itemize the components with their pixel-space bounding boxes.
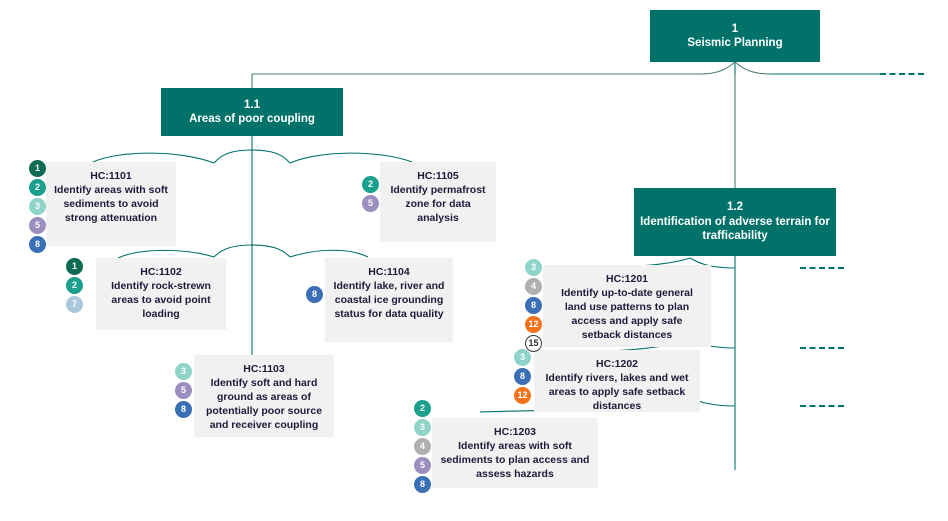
badge-1: 1 xyxy=(29,160,46,177)
badge-4: 4 xyxy=(525,278,542,295)
badge-stack-hc1101: 1 2 3 5 8 xyxy=(29,160,46,255)
card-code: HC:1102 xyxy=(140,266,182,278)
badge-5: 5 xyxy=(29,217,46,234)
node-title: Seismic Planning xyxy=(687,37,783,49)
card-description: Identify soft and hard ground as areas o… xyxy=(205,377,323,431)
card-hc1203[interactable]: HC:1203 Identify areas with soft sedimen… xyxy=(432,418,598,488)
badge-stack-hc1103: 3 5 8 xyxy=(175,363,192,420)
card-hc1202[interactable]: HC:1202 Identify rivers, lakes and wet a… xyxy=(534,350,700,412)
badge-8: 8 xyxy=(175,401,192,418)
badge-5: 5 xyxy=(362,195,379,212)
badge-8: 8 xyxy=(525,297,542,314)
card-hc1101[interactable]: HC:1101 Identify areas with soft sedimen… xyxy=(46,162,176,246)
badge-12: 12 xyxy=(525,316,542,333)
node-title: Areas of poor coupling xyxy=(189,113,315,125)
badge-2: 2 xyxy=(414,400,431,417)
card-hc1104[interactable]: HC:1104 Identify lake, river and coastal… xyxy=(325,258,453,342)
card-code: HC:1103 xyxy=(243,363,285,375)
badge-2: 2 xyxy=(66,277,83,294)
node-number: 1.2 xyxy=(727,201,743,214)
badge-1: 1 xyxy=(66,258,83,275)
badge-5: 5 xyxy=(175,382,192,399)
badge-4: 4 xyxy=(414,438,431,455)
badge-8: 8 xyxy=(414,476,431,493)
card-description: Identify rock-strewn areas to avoid poin… xyxy=(111,280,211,320)
card-code: HC:1203 xyxy=(493,426,537,438)
badge-8: 8 xyxy=(29,236,46,253)
card-code: HC:1104 xyxy=(368,266,410,278)
badge-8: 8 xyxy=(306,286,323,303)
badge-2: 2 xyxy=(29,179,46,196)
badge-stack-hc1203: 2 3 4 5 8 xyxy=(414,400,431,495)
card-description: Identify permafrost zone for data analys… xyxy=(390,184,486,224)
card-description: Identify lake, river and coastal ice gro… xyxy=(333,280,445,320)
badge-stack-hc1104: 8 xyxy=(306,286,323,305)
card-description: Identify rivers, lakes and wet areas to … xyxy=(545,372,689,412)
badge-stack-hc1201: 3 4 8 12 15 xyxy=(525,259,542,354)
card-description: Identify areas with soft sediments to av… xyxy=(54,184,168,224)
node-number: 1.1 xyxy=(244,98,260,111)
badge-8: 8 xyxy=(514,368,531,385)
dashed-continuation-1202 xyxy=(800,347,844,349)
badge-stack-hc1202: 3 8 12 xyxy=(514,349,531,406)
badge-3: 3 xyxy=(175,363,192,380)
card-code: HC:1201 xyxy=(605,273,649,285)
card-description: Identify up-to-date general land use pat… xyxy=(561,287,693,341)
badge-3: 3 xyxy=(29,198,46,215)
badge-stack-hc1102: 1 2 7 xyxy=(66,258,83,315)
badge-5: 5 xyxy=(414,457,431,474)
card-code: HC:1105 xyxy=(417,170,459,182)
node-number: 1 xyxy=(731,22,739,35)
card-code: HC:1202 xyxy=(595,358,639,370)
badge-3: 3 xyxy=(414,419,431,436)
card-code: HC:1101 xyxy=(90,170,132,182)
badge-2: 2 xyxy=(362,176,379,193)
card-description: Identify areas with soft sediments to pl… xyxy=(440,440,590,480)
badge-12: 12 xyxy=(514,387,531,404)
card-hc1103[interactable]: HC:1103 Identify soft and hard ground as… xyxy=(194,355,334,437)
node-adverse-terrain-trafficability[interactable]: 1.2 Identification of adverse terrain fo… xyxy=(634,188,836,256)
badge-7: 7 xyxy=(66,296,83,313)
node-areas-of-poor-coupling[interactable]: 1.1 Areas of poor coupling xyxy=(161,88,343,136)
card-hc1201[interactable]: HC:1201 Identify up-to-date general land… xyxy=(543,265,711,347)
node-title: Identification of adverse terrain for tr… xyxy=(640,215,830,243)
dashed-continuation-1203 xyxy=(800,405,844,407)
card-hc1102[interactable]: HC:1102 Identify rock-strewn areas to av… xyxy=(96,258,226,330)
dashed-continuation-root xyxy=(880,73,924,75)
dashed-continuation-1201 xyxy=(800,267,844,269)
card-hc1105[interactable]: HC:1105 Identify permafrost zone for dat… xyxy=(380,162,496,242)
node-seismic-planning[interactable]: 1 Seismic Planning xyxy=(650,10,820,62)
badge-3: 3 xyxy=(525,259,542,276)
badge-3: 3 xyxy=(514,349,531,366)
badge-15: 15 xyxy=(525,335,542,352)
